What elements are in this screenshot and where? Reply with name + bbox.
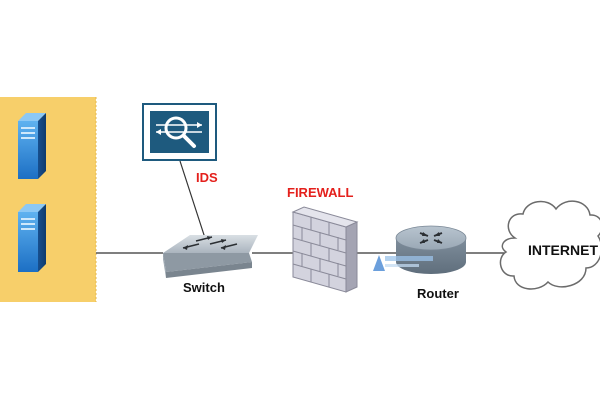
- firewall-icon: [291, 206, 359, 293]
- watermark-logo: [373, 255, 433, 271]
- firewall-label: FIREWALL: [287, 185, 354, 200]
- server-icon: [18, 113, 46, 179]
- server-zone: [0, 97, 96, 302]
- router-label: Router: [417, 286, 459, 301]
- switch-label: Switch: [183, 280, 225, 295]
- cloud-icon: [499, 200, 600, 290]
- server-icon: [18, 204, 46, 272]
- switch-icon: [163, 235, 258, 278]
- internet-label: INTERNET: [528, 242, 598, 258]
- ids-magnifier-icon: [142, 103, 217, 161]
- ids-label: IDS: [196, 170, 218, 185]
- link-ids-switch: [179, 160, 206, 239]
